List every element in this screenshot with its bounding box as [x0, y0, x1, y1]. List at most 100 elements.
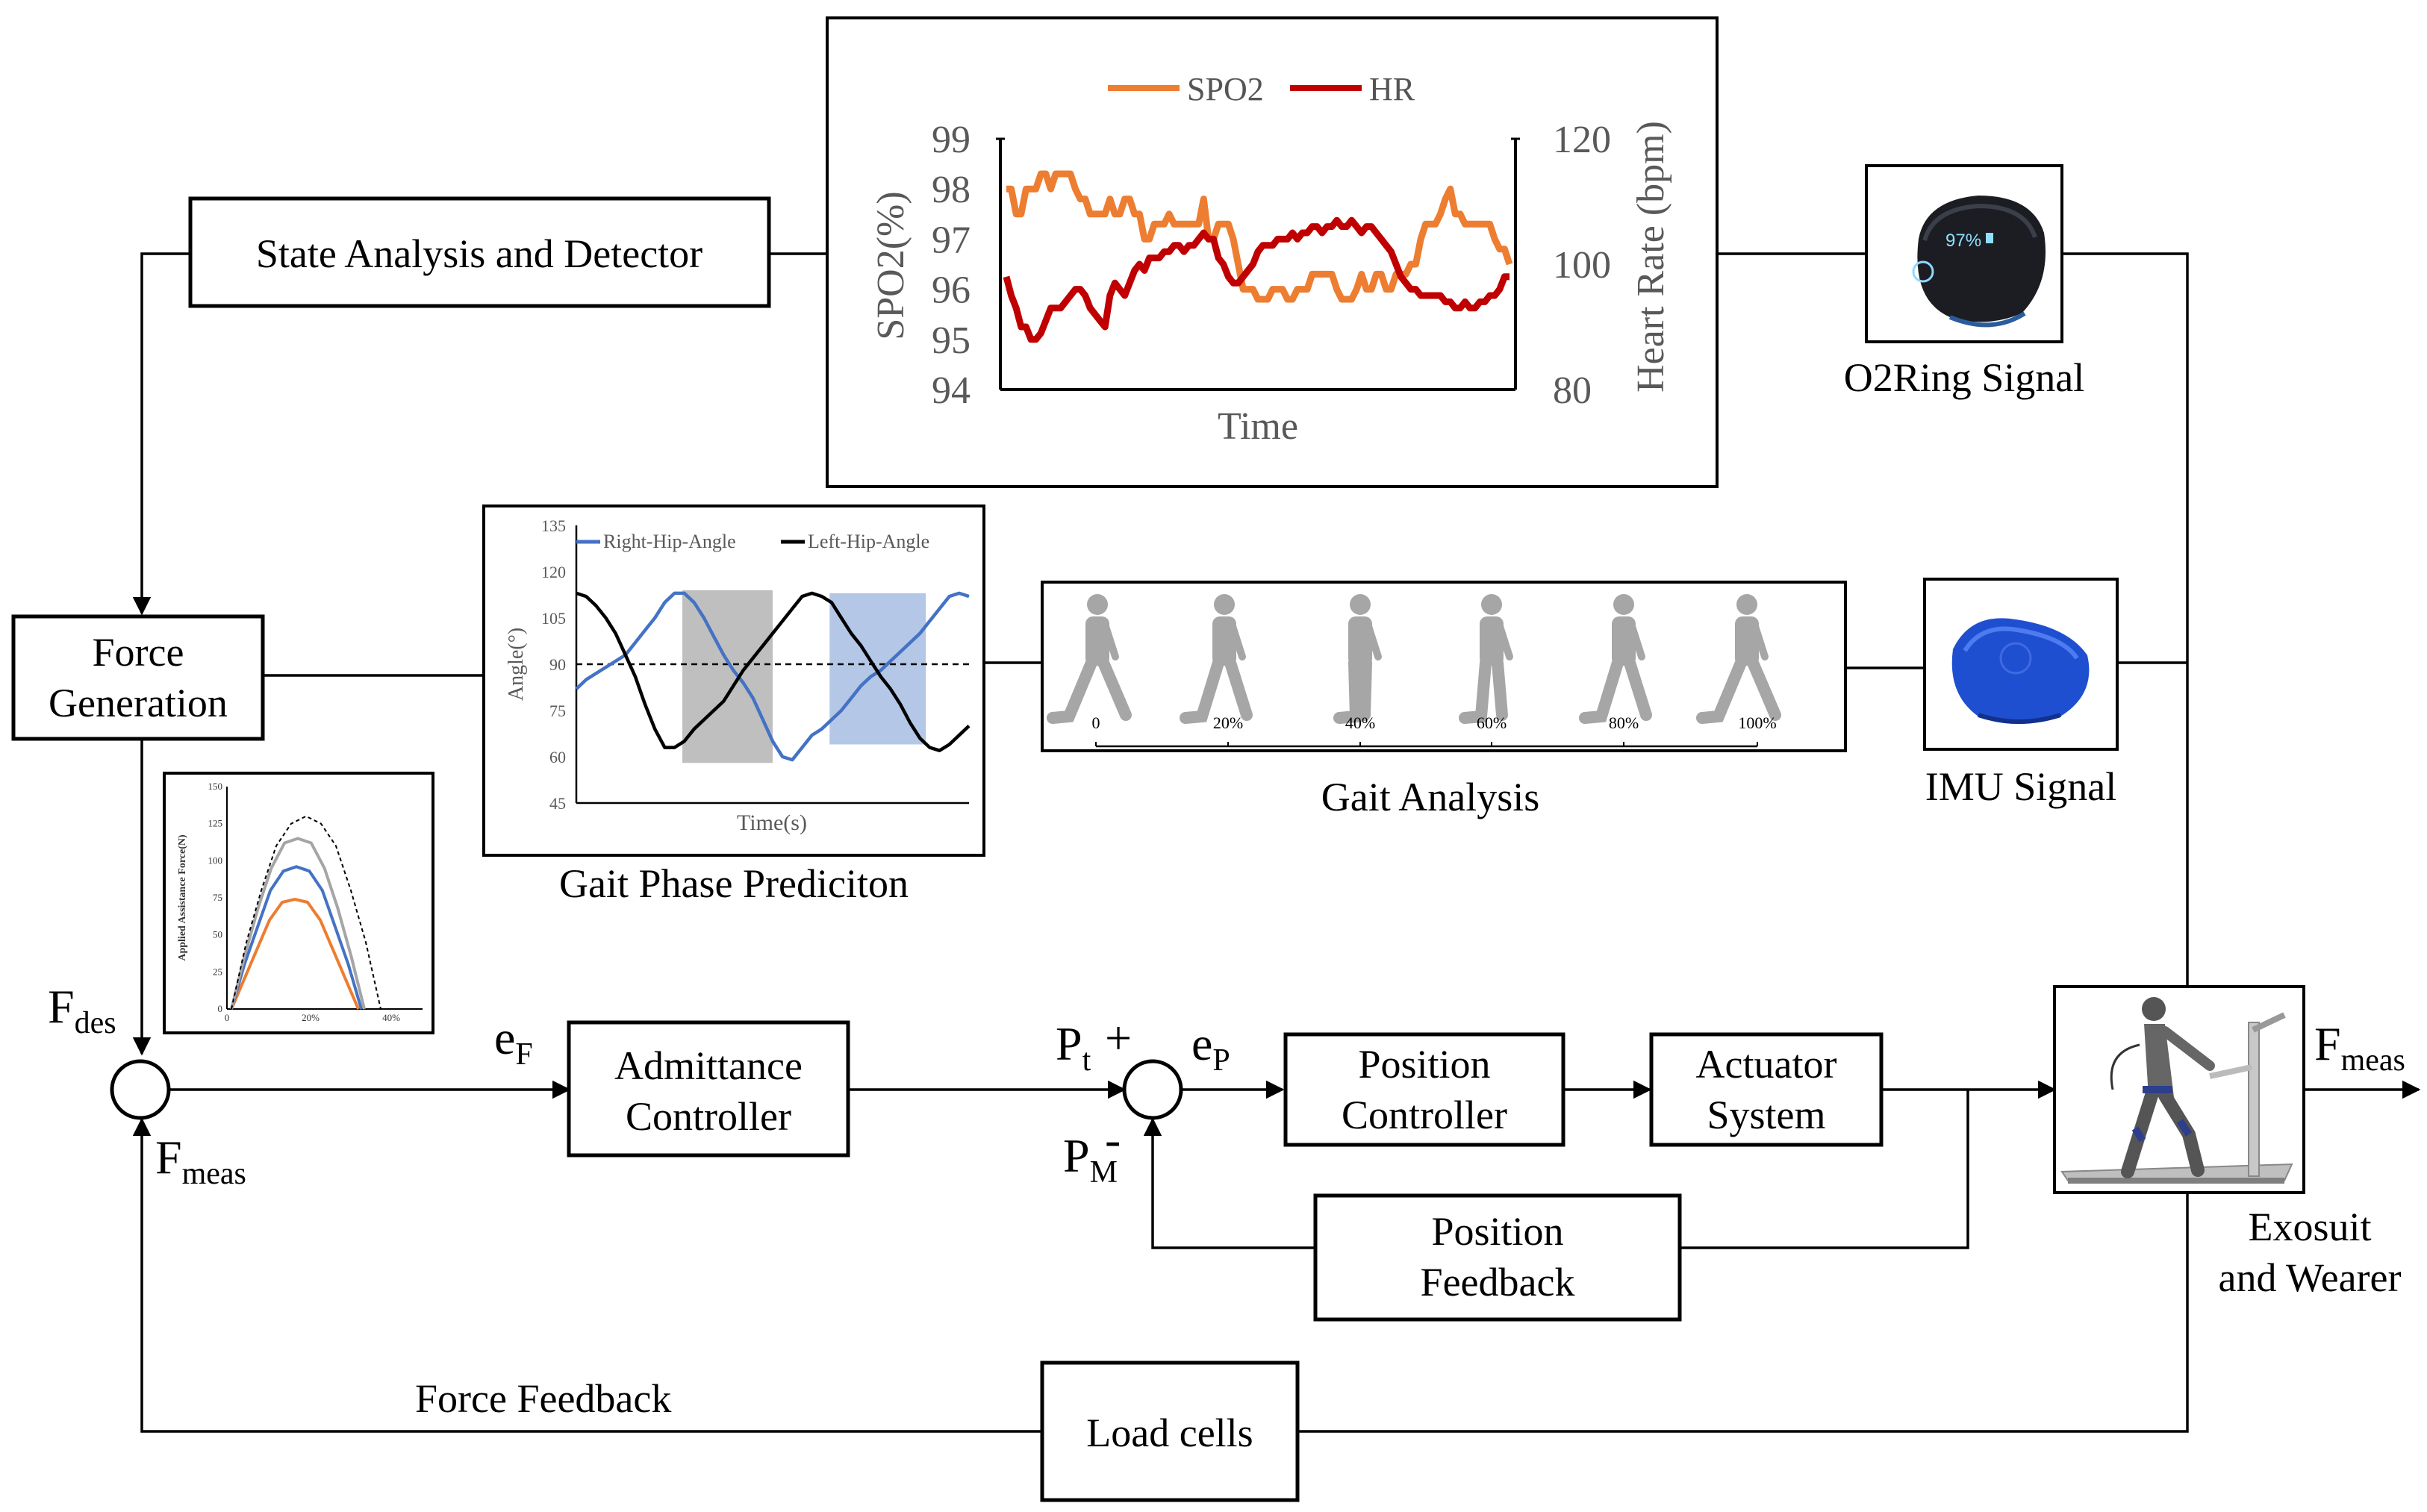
connection-lines [132, 252, 2421, 1433]
gait-tick-label: 105 [541, 609, 566, 628]
gait-percent-label: 20% [1213, 713, 1243, 732]
walking-figure-icon [1333, 594, 1382, 724]
o2ring-device: 97% O2Ring Signal [1844, 164, 2085, 400]
force-tick-label: 100 [208, 855, 223, 866]
position-feedback-block[interactable]: Position Feedback [1313, 1193, 1682, 1322]
force-generation-label-1: Force [93, 630, 184, 675]
summing-junction-position [1122, 1059, 1183, 1120]
admittance-controller-block[interactable]: Admittance Controller [567, 1020, 850, 1158]
gait-tick-label: 135 [541, 516, 566, 535]
gait-tick-label: 75 [549, 702, 566, 720]
legend-hr-label: HR [1369, 71, 1415, 107]
force-feedback-label: Force Feedback [415, 1376, 671, 1421]
walking-figure-icon [1047, 594, 1132, 724]
force-x-tick-label: 0 [225, 1012, 230, 1023]
force-curve [231, 815, 381, 1010]
gait-series-lines [575, 591, 971, 762]
force-tick-label: 25 [213, 966, 222, 977]
label-plus: + [1105, 1011, 1132, 1064]
gait-percent-label: 100% [1738, 713, 1776, 732]
hr-tick-label: 100 [1553, 244, 1611, 287]
wire-state-to-force [132, 252, 190, 616]
o2ring-caption: O2Ring Signal [1844, 355, 2085, 400]
label-F-meas-output: Fmeas [2314, 1017, 2405, 1078]
label-P-t: Pt [1056, 1017, 1091, 1078]
label-e-F: eF [494, 1011, 533, 1072]
actuator-label-2: System [1707, 1093, 1825, 1137]
position-controller-label-2: Controller [1342, 1093, 1507, 1137]
o2ring-readout: 97% [1945, 231, 1981, 251]
force-x-tick-label: 20% [302, 1012, 320, 1023]
force-x-tick-label: 40% [382, 1012, 400, 1023]
actuator-label-1: Actuator [1696, 1042, 1837, 1087]
summing-junction-force [110, 1059, 171, 1120]
gait-tick-label: 90 [549, 655, 566, 674]
force-generation-block[interactable]: Force Generation [11, 614, 265, 741]
spo2-tick-label: 95 [932, 319, 971, 362]
exosuit-caption-1: Exosuit [2248, 1205, 2371, 1249]
gait-phase-caption: Gait Phase Prediciton [559, 861, 909, 906]
gait-x-label: Time(s) [737, 810, 807, 835]
walking-figure-icon [1579, 594, 1652, 724]
gait-percent-label: 60% [1477, 713, 1507, 732]
gait-percent-label: 80% [1609, 713, 1639, 732]
spo2-tick-label: 94 [932, 369, 971, 412]
state-analysis-block[interactable]: State Analysis and Detector [188, 196, 771, 308]
person-walking-icon [2110, 997, 2215, 1178]
spo2-tick-label: 96 [932, 269, 971, 312]
force-chart-frame [163, 772, 434, 1034]
spo2-series-lines [1003, 170, 1513, 343]
label-P-M: PM [1063, 1129, 1118, 1190]
admittance-label-2: Controller [626, 1094, 791, 1139]
position-feedback-label-2: Feedback [1421, 1260, 1575, 1305]
series-line-right-hip-angle [575, 591, 970, 762]
wire-exosuit-to-loadcells [1297, 1193, 2189, 1433]
wire-branch-to-posfeedback [1680, 1090, 1969, 1249]
position-controller-block[interactable]: Position Controller [1283, 1032, 1565, 1147]
hr-tick-label: 80 [1553, 369, 1592, 412]
gait-percent-label: 0 [1092, 713, 1100, 732]
treadmill-icon [2060, 1012, 2293, 1184]
force-curve [230, 898, 360, 1010]
force-tick-label: 75 [213, 892, 222, 903]
force-tick-label: 125 [208, 818, 223, 829]
gait-tick-label: 120 [541, 563, 566, 581]
force-generation-label-2: Generation [49, 681, 228, 725]
label-e-P: eP [1191, 1017, 1230, 1078]
force-tick-label: 150 [208, 781, 223, 792]
wire-loadcells-to-sum1 [132, 1117, 1042, 1433]
hr-y-axis-label: Heart Rate (bpm) [1630, 121, 1672, 393]
spo2-left-ticks: 99 98 97 96 95 94 [932, 119, 971, 412]
imu-icon [1951, 618, 2090, 724]
series-line-left-hip-angle [576, 591, 971, 752]
load-cells-block[interactable]: Load cells [1040, 1361, 1300, 1502]
walking-figure-icon [1459, 594, 1513, 724]
legend-right-hip-label: Right-Hip-Angle [603, 531, 736, 552]
gait-analysis-frame [1041, 581, 1847, 752]
o2ring-icon: 97% [1912, 196, 2046, 328]
spo2-tick-label: 99 [932, 119, 971, 161]
walking-figure-icon [1696, 594, 1781, 724]
label-F-des: Fdes [48, 980, 116, 1040]
state-analysis-label: State Analysis and Detector [256, 231, 702, 276]
legend-spo2-label: SPO2 [1187, 71, 1264, 107]
gait-legend: Right-Hip-Angle Left-Hip-Angle [576, 531, 929, 552]
walking-figure-icon [1180, 594, 1253, 724]
spo2-tick-label: 97 [932, 219, 971, 261]
actuator-system-block[interactable]: Actuator System [1649, 1032, 1884, 1147]
force-curve [230, 865, 363, 1010]
gait-tick-label: 60 [549, 748, 566, 766]
label-minus: - [1105, 1113, 1121, 1166]
label-F-meas-sum1: Fmeas [155, 1131, 246, 1191]
gait-stance-region-gray [682, 590, 773, 763]
wire-posfeedback-to-sum2 [1143, 1117, 1315, 1249]
spo2-tick-label: 98 [932, 169, 971, 211]
exosuit-wearer: Exosuit and Wearer [2053, 985, 2402, 1300]
